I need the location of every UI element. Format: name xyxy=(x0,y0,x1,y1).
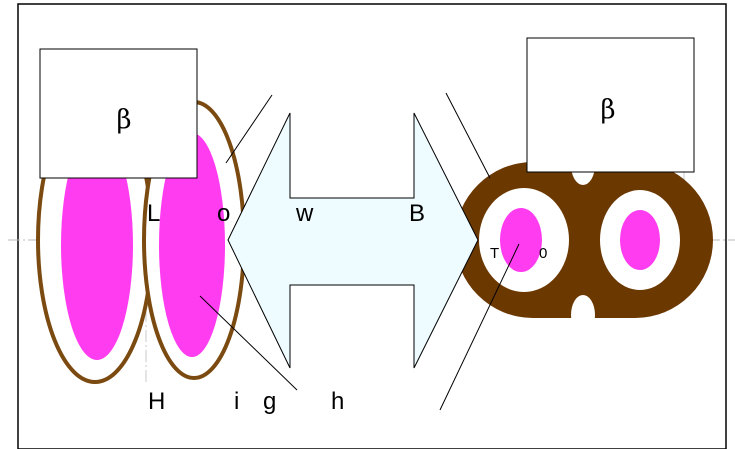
left-ring-core xyxy=(500,208,542,272)
b-label: B xyxy=(409,200,425,227)
high-letter-h: H xyxy=(148,388,165,415)
low-letter-o: o xyxy=(217,200,230,227)
left-beta-box xyxy=(39,48,198,179)
pointer-line-upper-left xyxy=(225,94,273,164)
low-letter-w: w xyxy=(295,200,314,227)
high-letter-i: i xyxy=(234,388,239,415)
right-round-shape xyxy=(455,145,713,335)
zero-label: 0 xyxy=(539,245,547,262)
right-beta-symbol: β xyxy=(600,95,615,125)
t-label: T xyxy=(490,245,499,262)
right-ring-core xyxy=(620,210,660,270)
pointer-line-lower-right xyxy=(439,243,520,411)
low-letter-l: L xyxy=(147,200,160,227)
left-lobe-core xyxy=(61,130,133,360)
high-letter-h2: h xyxy=(331,388,344,415)
pointer-line-lower-left xyxy=(199,295,298,391)
pointer-line-upper-right xyxy=(445,92,491,179)
right-lobe-core xyxy=(159,133,225,357)
right-shape-notch-bottom xyxy=(571,295,595,335)
left-beta-symbol: β xyxy=(116,105,131,135)
right-beta-box xyxy=(526,37,695,173)
double-headed-arrow xyxy=(227,112,479,369)
high-letter-g: g xyxy=(263,388,276,415)
